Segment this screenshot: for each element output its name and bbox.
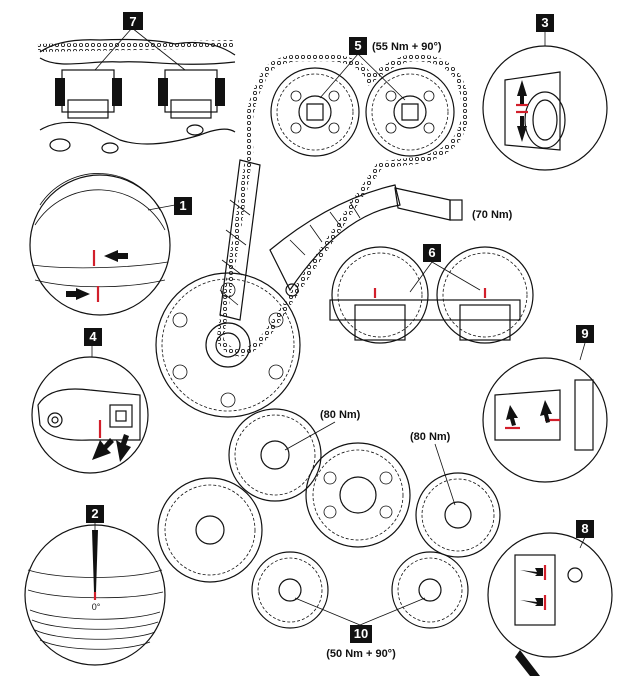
callout-1: 1 bbox=[174, 197, 192, 215]
detail-9 bbox=[482, 342, 608, 483]
cam-caps-view bbox=[37, 27, 236, 154]
torque-idler-right: (80 Nm) bbox=[410, 431, 451, 443]
callout-10-label: 10 bbox=[354, 626, 368, 641]
degree-mark: 0° bbox=[92, 602, 101, 612]
detail-1 bbox=[29, 173, 176, 316]
cam-sprockets bbox=[216, 53, 469, 357]
crank-sprocket bbox=[155, 272, 301, 418]
detail-3 bbox=[482, 30, 608, 171]
detail-8 bbox=[487, 532, 613, 676]
callout-10: 10 (50 Nm + 90°) bbox=[326, 625, 396, 660]
callout-7: 7 bbox=[123, 12, 143, 30]
detail-2: 0° bbox=[24, 522, 166, 666]
chain-guides: (70 Nm) bbox=[219, 159, 513, 321]
callout-8: 8 bbox=[576, 520, 594, 538]
callout-5: 5 (55 Nm + 90°) bbox=[349, 37, 442, 55]
callout-8-label: 8 bbox=[581, 521, 588, 536]
callout-6-label: 6 bbox=[428, 245, 435, 260]
callout-9: 9 bbox=[576, 325, 594, 343]
callout-9-label: 9 bbox=[581, 326, 588, 341]
gear-train: (80 Nm) (80 Nm) bbox=[157, 408, 501, 629]
callout-7-label: 7 bbox=[129, 14, 136, 29]
callout-2: 2 bbox=[86, 505, 104, 523]
callout-4-label: 4 bbox=[89, 329, 97, 344]
callout-5-label: 5 bbox=[354, 38, 361, 53]
callout-4: 4 bbox=[84, 328, 102, 346]
detail-4 bbox=[31, 345, 149, 474]
detail-6 bbox=[329, 246, 534, 344]
torque-tensioner: (70 Nm) bbox=[472, 209, 513, 221]
torque-camshaft: (55 Nm + 90°) bbox=[372, 41, 442, 53]
callout-1-label: 1 bbox=[179, 198, 186, 213]
callout-3-label: 3 bbox=[541, 15, 548, 30]
callout-6: 6 bbox=[423, 244, 441, 262]
torque-idler-upper: (80 Nm) bbox=[320, 409, 361, 421]
callout-3: 3 bbox=[536, 14, 554, 32]
torque-balancer: (50 Nm + 90°) bbox=[326, 648, 396, 660]
callout-2-label: 2 bbox=[91, 506, 98, 521]
